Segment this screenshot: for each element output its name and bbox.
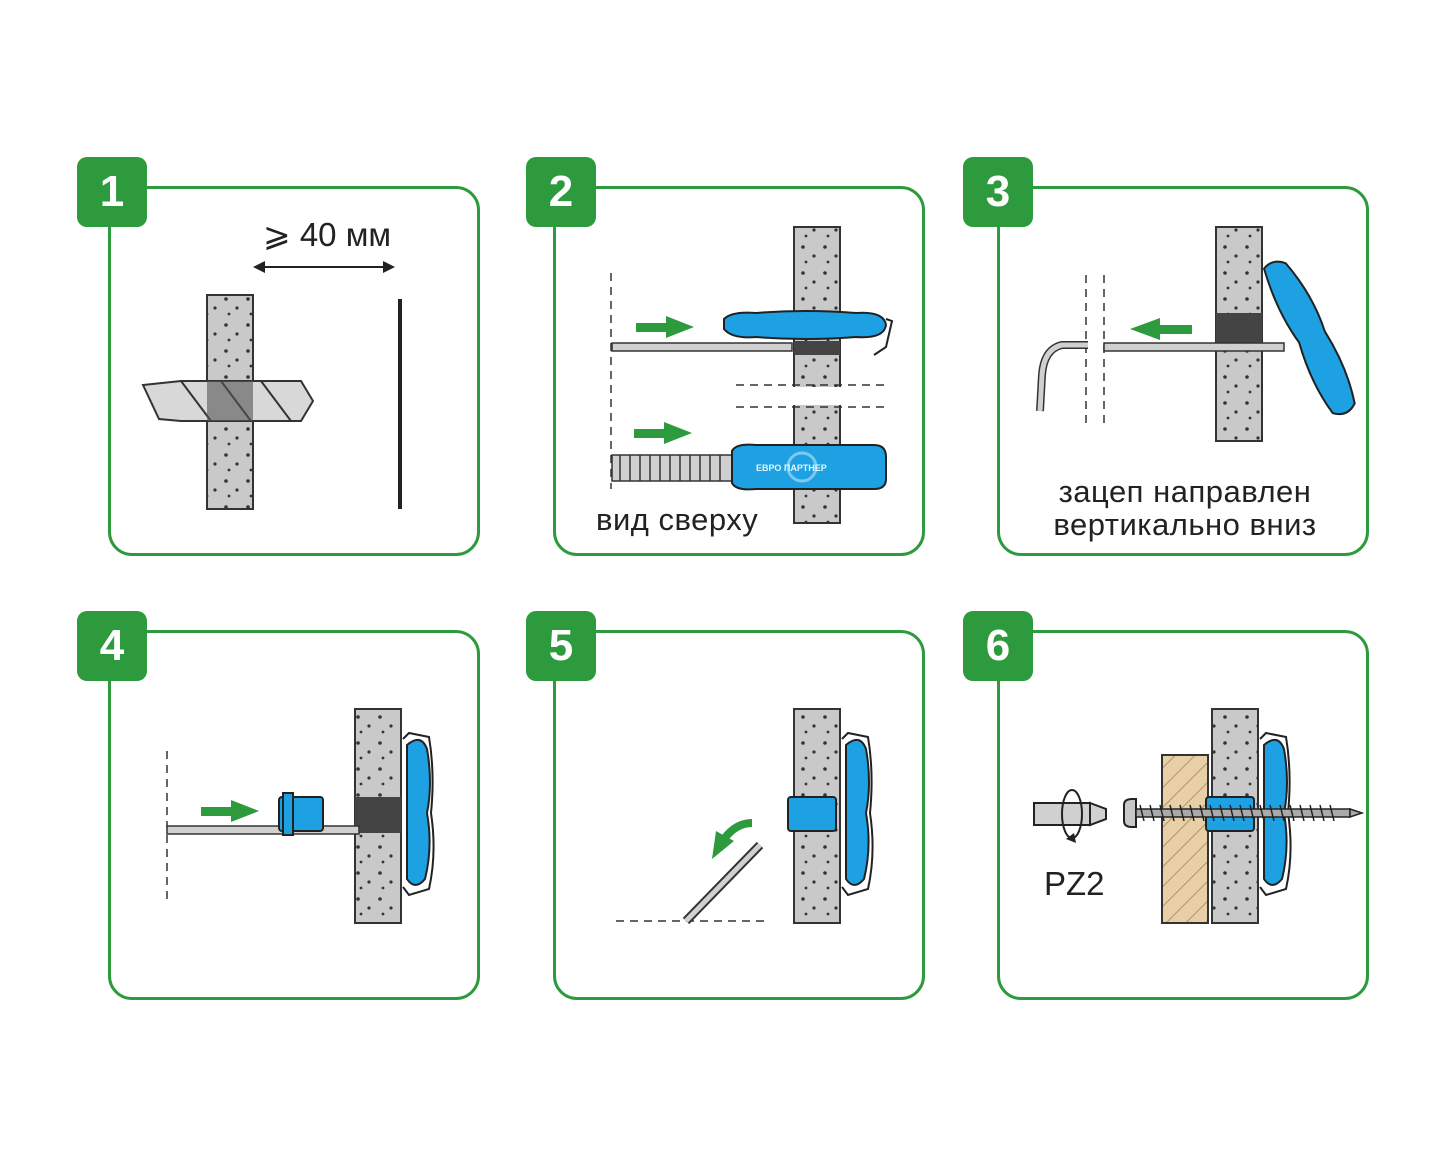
arrow-left-icon xyxy=(1130,318,1192,340)
anchor-tilted xyxy=(1262,260,1356,416)
step-4-illustration xyxy=(166,708,435,924)
step-4-panel xyxy=(108,630,480,1000)
step-4-badge: 4 xyxy=(77,611,147,681)
step-3-illustration xyxy=(1036,226,1356,442)
step-5-number: 5 xyxy=(548,621,574,670)
step-5-badge: 5 xyxy=(526,611,596,681)
anchor-on-wall xyxy=(841,731,874,897)
step-2-panel: ЕВРО ПАРТНЕР вид сверху xyxy=(553,186,925,556)
step-1-badge: 1 xyxy=(77,157,147,227)
arrow-right-icon xyxy=(636,316,694,338)
step-6-panel: PZ2 xyxy=(997,630,1369,1000)
step-1-illustration xyxy=(141,261,402,510)
caption-line-1: зацеп направлен xyxy=(1058,474,1312,509)
arrow-right-icon xyxy=(201,800,259,822)
cap-installed xyxy=(787,796,837,832)
step-6-badge: 6 xyxy=(963,611,1033,681)
step-4-number: 4 xyxy=(99,621,125,670)
arrow-right-icon xyxy=(634,422,692,444)
step-1-panel: ⩾ 40 мм xyxy=(108,186,480,556)
step-3-panel: зацеп направлен вертикально вниз xyxy=(997,186,1369,556)
brand-text: ЕВРО ПАРТНЕР xyxy=(756,463,827,473)
step-6-number: 6 xyxy=(985,621,1011,670)
step-1-number: 1 xyxy=(99,167,125,216)
hook-direction-caption: зацеп направлен вертикально вниз xyxy=(1030,475,1340,541)
cap-piece xyxy=(278,792,324,836)
step-3-badge: 3 xyxy=(963,157,1033,227)
screwdriver-bit-icon xyxy=(1033,801,1107,827)
step-5-panel xyxy=(553,630,925,1000)
wood-board xyxy=(1161,754,1209,924)
anchor-on-wall xyxy=(402,731,435,897)
bit-type-label: PZ2 xyxy=(1044,865,1105,902)
step-6-illustration xyxy=(1033,708,1365,924)
screw-icon xyxy=(1123,798,1365,828)
dimension-arrow xyxy=(253,261,395,273)
step-5-illustration xyxy=(616,708,874,925)
step-3-number: 3 xyxy=(985,167,1011,216)
rotation-direction-icon xyxy=(1061,789,1083,843)
top-view-caption: вид сверху xyxy=(596,502,759,537)
caption-line-2: вертикально вниз xyxy=(1053,507,1317,542)
distance-label: ⩾ 40 мм xyxy=(263,216,392,253)
anchor-top-view: ЕВРО ПАРТНЕР xyxy=(611,443,887,491)
step-2-number: 2 xyxy=(548,167,574,216)
step-2-badge: 2 xyxy=(526,157,596,227)
step-2-illustration: ЕВРО ПАРТНЕР xyxy=(610,226,894,524)
rotate-arrow-icon xyxy=(712,819,753,859)
anchor-side-view xyxy=(723,310,894,356)
drill-bit-icon xyxy=(141,380,315,422)
